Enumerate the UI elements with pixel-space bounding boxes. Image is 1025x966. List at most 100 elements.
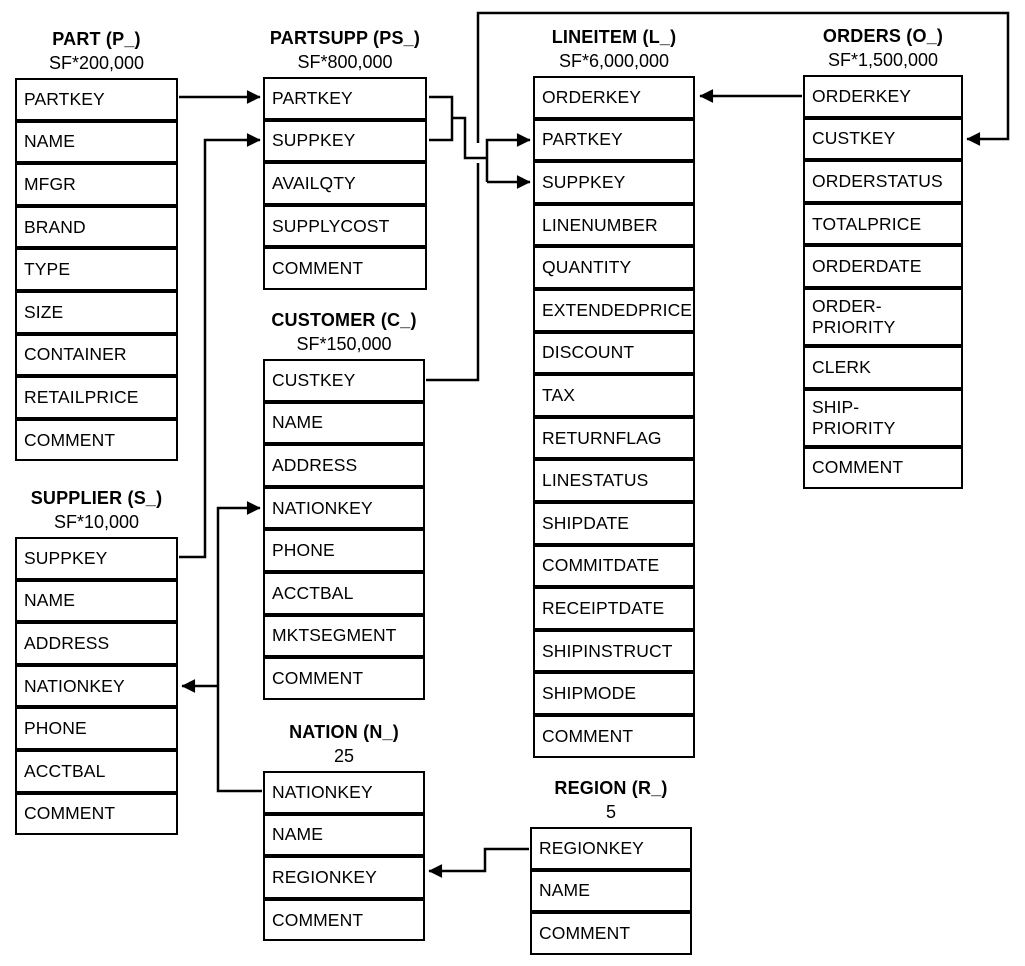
field-row: SHIPINSTRUCT	[533, 629, 695, 673]
field-row: COMMENT	[263, 247, 427, 290]
field-label: LINENUMBER	[542, 214, 658, 235]
field-row: SIZE	[15, 290, 178, 334]
field-row: SHIPDATE	[533, 501, 695, 545]
field-label: COMMENT	[542, 725, 634, 746]
field-label: NAME	[539, 880, 590, 901]
field-label: PARTKEY	[272, 87, 353, 108]
field-row: ORDERKEY	[803, 75, 963, 118]
field-label: ADDRESS	[24, 632, 110, 653]
field-label: ORDER- PRIORITY	[812, 295, 896, 337]
table-cardinality: SF*800,000	[297, 52, 393, 72]
field-label: TAX	[542, 384, 576, 405]
field-row: ACCTBAL	[263, 571, 425, 615]
field-row: SUPPKEY	[533, 161, 695, 204]
field-row: MFGR	[15, 163, 178, 206]
field-label: ORDERKEY	[542, 86, 642, 107]
field-row: MKTSEGMENT	[263, 614, 425, 658]
connector-supplier-suppkey-to-partsupp	[179, 133, 261, 559]
field-row: NATIONKEY	[15, 664, 178, 708]
field-label: MFGR	[24, 173, 76, 194]
field-row: NAME	[15, 120, 178, 164]
field-label: NAME	[24, 590, 75, 611]
field-label: CUSTKEY	[812, 128, 896, 149]
field-row: CLERK	[803, 345, 963, 389]
field-row: QUANTITY	[533, 246, 695, 289]
table-cardinality: SF*1,500,000	[827, 50, 939, 70]
connector-partsupp-link	[452, 116, 487, 160]
field-row: CONTAINER	[15, 333, 178, 377]
field-row: TAX	[533, 374, 695, 417]
field-row: RECEIPTDATE	[533, 587, 695, 630]
field-label: PARTKEY	[24, 88, 105, 109]
connector-nation-to-customer-nationkey	[216, 501, 262, 793]
field-label: REGIONKEY	[272, 866, 377, 887]
field-label: SUPPKEY	[542, 171, 626, 192]
table-rows: ORDERKEY PARTKEY SUPPKEY LINENUMBER QUANTITY…	[533, 76, 695, 758]
field-label: SHIPINSTRUCT	[542, 640, 673, 661]
field-label: COMMENT	[812, 457, 904, 478]
connector-customer-custkey-riser	[426, 163, 480, 382]
field-row: REGIONKEY	[530, 827, 692, 870]
field-label: BRAND	[24, 216, 86, 237]
field-label: ORDERSTATUS	[812, 170, 943, 191]
field-label: SIZE	[24, 301, 64, 322]
field-label: SUPPKEY	[272, 130, 356, 151]
field-label: TYPE	[24, 259, 71, 280]
field-label: COMMITDATE	[542, 555, 660, 576]
field-row: PARTKEY	[15, 78, 178, 121]
field-label: RETAILPRICE	[24, 386, 139, 407]
field-row: ORDERKEY	[533, 76, 695, 119]
field-row: PARTKEY	[533, 118, 695, 162]
field-row: SUPPKEY	[263, 119, 427, 163]
field-row: NATIONKEY	[263, 771, 425, 814]
field-row: NATIONKEY	[263, 486, 425, 530]
field-label: ACCTBAL	[272, 582, 354, 603]
field-label: COMMENT	[272, 667, 364, 688]
field-row: ORDERSTATUS	[803, 160, 963, 203]
table-rows: REGIONKEY NAME COMMENT	[530, 827, 692, 955]
field-row: REGIONKEY	[263, 856, 425, 899]
field-label: RECEIPTDATE	[542, 597, 665, 618]
field-label: EXTENDEDPRICE	[542, 299, 693, 320]
field-row: LINENUMBER	[533, 203, 695, 247]
field-row: COMMENT	[15, 792, 178, 836]
field-row: PARTKEY	[263, 77, 427, 120]
field-row: PHONE	[15, 707, 178, 750]
field-label: NATIONKEY	[272, 781, 373, 802]
field-label: RETURNFLAG	[542, 427, 662, 448]
field-label: COMMENT	[539, 922, 631, 943]
field-label: SHIPMODE	[542, 683, 637, 704]
field-row: COMMENT	[803, 446, 963, 490]
field-row: COMMENT	[530, 912, 692, 955]
table-title: PART (P_)	[52, 29, 141, 49]
table-cardinality: SF*150,000	[296, 334, 392, 354]
field-label: NATIONKEY	[24, 675, 125, 696]
field-label: PHONE	[272, 540, 335, 561]
field-row: COMMITDATE	[533, 544, 695, 588]
field-label: ORDERKEY	[812, 85, 912, 106]
field-label: NAME	[24, 131, 75, 152]
field-row: NAME	[263, 813, 425, 857]
table-cardinality: SF*10,000	[53, 512, 140, 532]
field-label: AVAILQTY	[272, 172, 356, 193]
field-row: ACCTBAL	[15, 749, 178, 793]
table-title: PARTSUPP (PS_)	[269, 28, 421, 48]
field-row: CUSTKEY	[263, 359, 425, 402]
field-row: ADDRESS	[263, 444, 425, 487]
field-label: TOTALPRICE	[812, 213, 922, 234]
field-label: MKTSEGMENT	[272, 625, 397, 646]
field-row: BRAND	[15, 205, 178, 249]
table-cardinality: SF*200,000	[48, 53, 145, 73]
field-row: NAME	[530, 869, 692, 913]
field-label: ORDERDATE	[812, 256, 922, 277]
field-label: ADDRESS	[272, 454, 358, 475]
table-rows: ORDERKEY CUSTKEY ORDERSTATUS TOTALPRICE ORDE…	[803, 75, 963, 490]
field-row: NAME	[263, 401, 425, 445]
